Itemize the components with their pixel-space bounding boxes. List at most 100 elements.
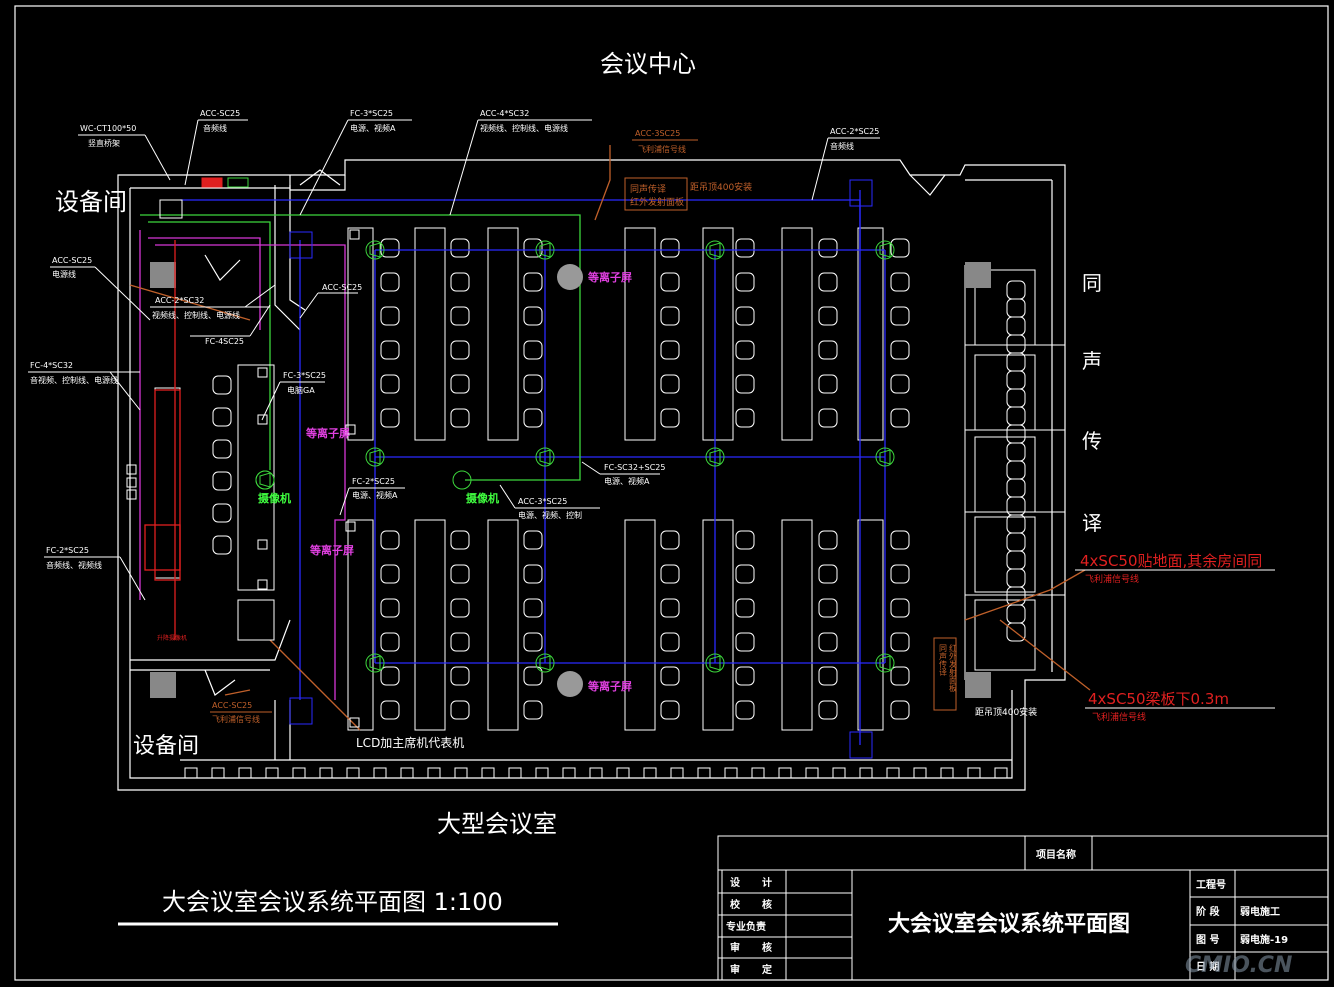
- desk: [347, 227, 374, 441]
- chair: [380, 598, 400, 618]
- desk-rows: [154, 227, 884, 731]
- svg-text:摄像机: 摄像机: [258, 491, 291, 505]
- chair: [380, 306, 400, 326]
- chair: [818, 530, 838, 550]
- svg-text:音视频、控制线、电源线: 音视频、控制线、电源线: [30, 375, 118, 385]
- mullion: [184, 767, 198, 778]
- drawing-title: 大会议室会议系统平面图: [888, 911, 1130, 937]
- speaker-cone: [539, 242, 551, 258]
- chair: [660, 340, 680, 360]
- svg-text:FC-3*SC25: FC-3*SC25: [283, 371, 326, 380]
- speaker-icon: [705, 240, 725, 260]
- mullion: [643, 767, 657, 778]
- chair: [660, 408, 680, 428]
- callout: ACC-SC25: [299, 283, 362, 319]
- mullion: [589, 767, 603, 778]
- desk: [857, 227, 884, 441]
- chair: [890, 374, 910, 394]
- chair: [523, 272, 543, 292]
- mullion: [805, 767, 819, 778]
- chair: [523, 564, 543, 584]
- mullion: [427, 767, 441, 778]
- camera-labels: 摄像机 摄像机: [258, 491, 499, 505]
- svg-text:距吊顶400安装: 距吊顶400安装: [975, 706, 1037, 718]
- mullion: [454, 767, 468, 778]
- chair: [735, 632, 755, 652]
- mullion: [913, 767, 927, 778]
- svg-text:FC-2*SC25: FC-2*SC25: [46, 546, 89, 555]
- chair: [380, 632, 400, 652]
- chair: [450, 408, 470, 428]
- chair: [1006, 298, 1026, 318]
- callout: FC-SC32+SC25 电源、视频A: [581, 461, 665, 486]
- equipment-room-bottom-label: 设备间: [133, 734, 199, 759]
- chair: [890, 598, 910, 618]
- chair: [450, 564, 470, 584]
- chair: [450, 340, 470, 360]
- speaker-icon: [535, 447, 555, 467]
- mullion: [724, 767, 738, 778]
- svg-text:FC-4SC25: FC-4SC25: [205, 337, 244, 346]
- svg-text:红外发射面板: 红外发射面板: [630, 196, 684, 208]
- main-caption: 大会议室会议系统平面图 1:100: [162, 888, 503, 916]
- project-info-rows: 工程号 阶 段弱电施工 图 号弱电施-19 日 期: [1196, 878, 1288, 973]
- svg-text:ACC-SC25: ACC-SC25: [322, 283, 362, 292]
- chair: [660, 306, 680, 326]
- mullion: [373, 767, 387, 778]
- svg-text:等离子屏: 等离子屏: [587, 270, 632, 284]
- svg-text:同声传译: 同声传译: [939, 644, 948, 677]
- mullion: [346, 767, 360, 778]
- mullion: [670, 767, 684, 778]
- svg-text:4xSC50梁板下0.3m: 4xSC50梁板下0.3m: [1088, 690, 1229, 708]
- chair: [523, 306, 543, 326]
- speaker-cone: [369, 242, 381, 258]
- mullion: [562, 767, 576, 778]
- interpretation-booths: [964, 265, 1065, 680]
- svg-text:FC-3*SC25: FC-3*SC25: [350, 109, 393, 118]
- chair: [212, 407, 232, 427]
- chair: [450, 598, 470, 618]
- desk: [414, 519, 446, 731]
- svg-text:计: 计: [762, 876, 772, 889]
- svg-text:传: 传: [1082, 429, 1102, 453]
- chair: [212, 471, 232, 491]
- chair: [1006, 334, 1026, 354]
- speaker-icon: [535, 240, 555, 260]
- svg-text:音频线: 音频线: [830, 141, 854, 151]
- chair: [660, 374, 680, 394]
- mullion: [859, 767, 873, 778]
- chair: [380, 564, 400, 584]
- svg-text:距吊顶400安装: 距吊顶400安装: [690, 181, 752, 193]
- project-name-label: 项目名称: [1036, 848, 1076, 861]
- interpretation-emitter-bottom: 同声传译 红外发射面板 距吊顶400安装: [933, 637, 1037, 718]
- chair: [818, 598, 838, 618]
- chair: [380, 530, 400, 550]
- speaker-cone: [709, 242, 721, 258]
- speaker-cone: [369, 655, 381, 671]
- svg-text:审: 审: [730, 963, 740, 976]
- chair: [660, 632, 680, 652]
- svg-text:ACC-4*SC32: ACC-4*SC32: [480, 109, 529, 118]
- chair: [735, 340, 755, 360]
- chair: [818, 238, 838, 258]
- svg-text:视频线、控制线、电源线: 视频线、控制线、电源线: [152, 310, 240, 320]
- svg-text:等离子屏: 等离子屏: [305, 426, 350, 440]
- svg-text:定: 定: [762, 963, 772, 976]
- desk: [487, 519, 519, 731]
- chair: [660, 564, 680, 584]
- equipment-room-top-label: 设备间: [55, 188, 127, 216]
- svg-text:FC-SC32+SC25: FC-SC32+SC25: [604, 463, 665, 472]
- chair: [1006, 280, 1026, 300]
- chair: [735, 666, 755, 686]
- chair: [890, 632, 910, 652]
- speaker-cone: [879, 655, 891, 671]
- speaker-icon: [535, 653, 555, 673]
- speaker-icon: [875, 653, 895, 673]
- svg-text:电源、视频A: 电源、视频A: [604, 476, 650, 486]
- svg-text:专业负责: 专业负责: [726, 920, 766, 933]
